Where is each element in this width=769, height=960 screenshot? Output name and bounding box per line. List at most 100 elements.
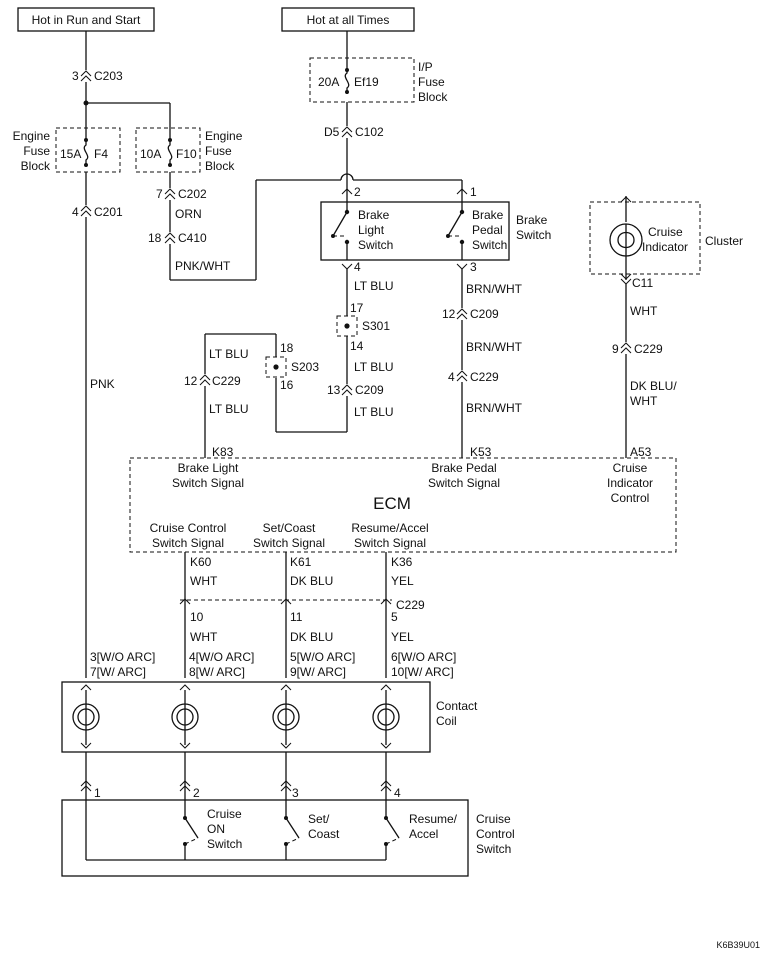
c229-left-pin: 12 (184, 374, 198, 388)
c201-label: C201 (94, 205, 123, 219)
set-coast-2: Coast (308, 827, 340, 841)
bs-pin1: 1 (470, 185, 477, 199)
ccsw-title-1: Cruise (476, 812, 511, 826)
set-coast-1: Set/ (308, 812, 330, 826)
ccsw-title-3: Switch (476, 842, 511, 856)
fuse-f4-block-l2: Fuse (23, 144, 50, 158)
wire-lt-blu-2: LT BLU (354, 360, 394, 374)
wire-lt-blu-4: LT BLU (209, 347, 249, 361)
c229-mid-pin: 4 (448, 370, 455, 384)
cc-pin-9: 9[W/ ARC] (290, 665, 346, 679)
bs-pin2: 2 (354, 185, 361, 199)
c11-label: C11 (632, 276, 653, 290)
wire-lt-blu-1: LT BLU (354, 279, 394, 293)
contact-coil-l1: Contact (436, 699, 478, 713)
wire-wht-10: WHT (190, 630, 218, 644)
ecm-bls-2: Switch Signal (172, 476, 244, 490)
c202-connector-symbol (164, 188, 176, 200)
c229-right-label: C229 (634, 342, 663, 356)
brake-pedal-switch-contact (447, 211, 463, 237)
ecm-ra-2: Switch Signal (354, 536, 426, 550)
k60-pin: K60 (190, 555, 212, 569)
s301-bot-pin: 14 (350, 339, 364, 353)
ccsw-title-2: Control (476, 827, 515, 841)
sw-pin-4: 4 (394, 786, 401, 800)
brake-pedal-2: Pedal (472, 223, 503, 237)
c209-right-pin: 12 (442, 307, 456, 321)
c229-mid-connector-symbol (456, 370, 468, 382)
c209-left-connector-symbol (341, 384, 353, 396)
wire-yel-k36: YEL (391, 574, 414, 588)
wire-yel-5: YEL (391, 630, 414, 644)
c203-connector-symbol (80, 70, 92, 82)
s301-top-pin: 17 (350, 301, 364, 315)
k83-pin: K83 (212, 445, 234, 459)
contact-coil (61, 681, 431, 753)
c229-mid-label: C229 (470, 370, 499, 384)
fuse-f10-block-l3: Block (205, 159, 235, 173)
wire-wht-k60: WHT (190, 574, 218, 588)
c102-connector-symbol (341, 126, 353, 138)
brake-light-1: Brake (358, 208, 390, 222)
cruise-on-1: Cruise (207, 807, 242, 821)
fuse-f4-amp: 15A (60, 147, 81, 161)
power-at-all-times: Hot at all Times (281, 7, 415, 32)
c202-pin: 7 (156, 187, 163, 201)
figure-code: K6B39U01 (716, 940, 760, 950)
bs-pin3: 3 (470, 260, 477, 274)
s203-label: S203 (291, 360, 319, 374)
cc-pin-4: 4[W/O ARC] (189, 650, 254, 664)
coil-ring-3-icon (272, 684, 300, 749)
ecm-ccs-1: Cruise Control (150, 521, 227, 535)
ecm-sc-1: Set/Coast (263, 521, 316, 535)
brake-pedal-1: Brake (472, 208, 504, 222)
brake-switch-title: Brake (516, 213, 548, 227)
k53-pin: K53 (470, 445, 492, 459)
fuse-f4-block (55, 127, 121, 173)
brake-pedal-3: Switch (472, 238, 507, 252)
cluster-block (589, 201, 701, 275)
wire-wht-c11: WHT (630, 304, 658, 318)
fuse-f10-id: F10 (176, 147, 197, 161)
wire-pnk: PNK (90, 377, 115, 391)
fuse-ef19-block-l1: I/P (418, 60, 433, 74)
fuse-f10-amp: 10A (140, 147, 161, 161)
c203-pin: 3 (72, 69, 79, 83)
c102-label: C102 (355, 125, 384, 139)
wire-dk-blu-11: DK BLU (290, 630, 333, 644)
power-run-start: Hot in Run and Start (17, 7, 155, 32)
sw-pin-3: 3 (292, 786, 299, 800)
wire-dk-blu-wht-1: DK BLU/ (630, 379, 677, 393)
resume-accel-1: Resume/ (409, 812, 458, 826)
wire-brn-wht-1: BRN/WHT (466, 282, 523, 296)
wire-brn-wht-3: BRN/WHT (466, 401, 523, 415)
c209-right-connector-symbol (456, 308, 468, 320)
fuse-ef19-block-l3: Block (418, 90, 448, 104)
s203-splice-dot (273, 364, 279, 370)
c229-left-connector-symbol (199, 374, 211, 386)
c209-left-pin: 13 (327, 383, 341, 397)
power-run-start-label: Hot in Run and Start (32, 13, 141, 27)
c229-left-label: C229 (212, 374, 241, 388)
a53-pin: A53 (630, 445, 652, 459)
c229-right-pin: 9 (612, 342, 619, 356)
ecm-sc-2: Switch Signal (253, 536, 325, 550)
row-pin-11: 11 (290, 610, 303, 624)
fuse-f10-block-l1: Engine (205, 129, 243, 143)
s301-label: S301 (362, 319, 390, 333)
fuse-ef19-amp: 20A (318, 75, 339, 89)
bs-pin4: 4 (354, 260, 361, 274)
cc-pin-3: 3[W/O ARC] (90, 650, 155, 664)
c410-connector-symbol (164, 232, 176, 244)
power-at-all-times-label: Hot at all Times (307, 13, 390, 27)
cruise-indicator-2: Indicator (642, 240, 688, 254)
brake-light-switch-contact (332, 211, 348, 237)
wire-lt-blu-3: LT BLU (354, 405, 394, 419)
resume-accel-switch-icon (384, 800, 400, 860)
brake-light-2: Light (358, 223, 385, 237)
s301-splice-dot (344, 323, 350, 329)
ecm-cic-2: Indicator (607, 476, 653, 490)
row-pin-5: 5 (391, 610, 398, 624)
ecm-bls-1: Brake Light (178, 461, 239, 475)
